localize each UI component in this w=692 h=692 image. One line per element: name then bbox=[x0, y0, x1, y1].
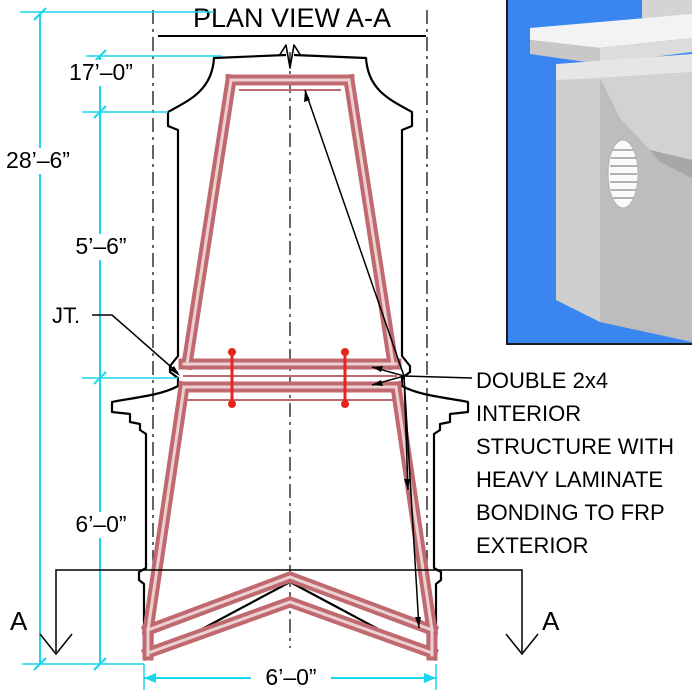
joint-leader bbox=[92, 314, 179, 374]
interior-frame bbox=[140, 73, 440, 661]
note-line-2: INTERIOR bbox=[476, 401, 581, 426]
note-line-5: BONDING TO FRP bbox=[476, 500, 665, 525]
joint-label: JT. bbox=[52, 303, 80, 328]
dim-base-width: 6’–0” bbox=[265, 664, 316, 690]
dim-mid-height: 5’–6” bbox=[75, 233, 126, 259]
dim-total-height: 28’–6” bbox=[6, 147, 70, 173]
note-line-3: STRUCTURE WITH bbox=[476, 434, 674, 459]
joint-marks bbox=[228, 348, 349, 408]
dimension-labels: 17’–0” 28’–6” 5’–6” 6’–0” 6’–0” bbox=[0, 59, 331, 690]
dim-lower-height: 6’–0” bbox=[75, 511, 126, 537]
note-line-6: EXTERIOR bbox=[476, 533, 588, 558]
note-line-4: HEAVY LAMINATE bbox=[476, 467, 663, 492]
dimension-arrows bbox=[144, 673, 436, 683]
section-label-right: A bbox=[542, 606, 560, 636]
joint-leader-arrow bbox=[170, 366, 180, 376]
note-leaders bbox=[304, 89, 473, 629]
section-cut-line bbox=[39, 569, 539, 656]
dim-top-height: 17’–0” bbox=[69, 59, 133, 85]
section-label-left: A bbox=[10, 606, 28, 636]
note-arrowheads bbox=[304, 90, 421, 628]
centerlines bbox=[152, 10, 428, 650]
note-line-1: DOUBLE 2x4 bbox=[476, 368, 608, 393]
render-inset bbox=[506, 0, 692, 345]
dimension-lines bbox=[20, 7, 437, 690]
structure-note: DOUBLE 2x4 INTERIOR STRUCTURE WITH HEAVY… bbox=[476, 368, 674, 558]
drawing-title: PLAN VIEW A-A bbox=[193, 3, 391, 33]
